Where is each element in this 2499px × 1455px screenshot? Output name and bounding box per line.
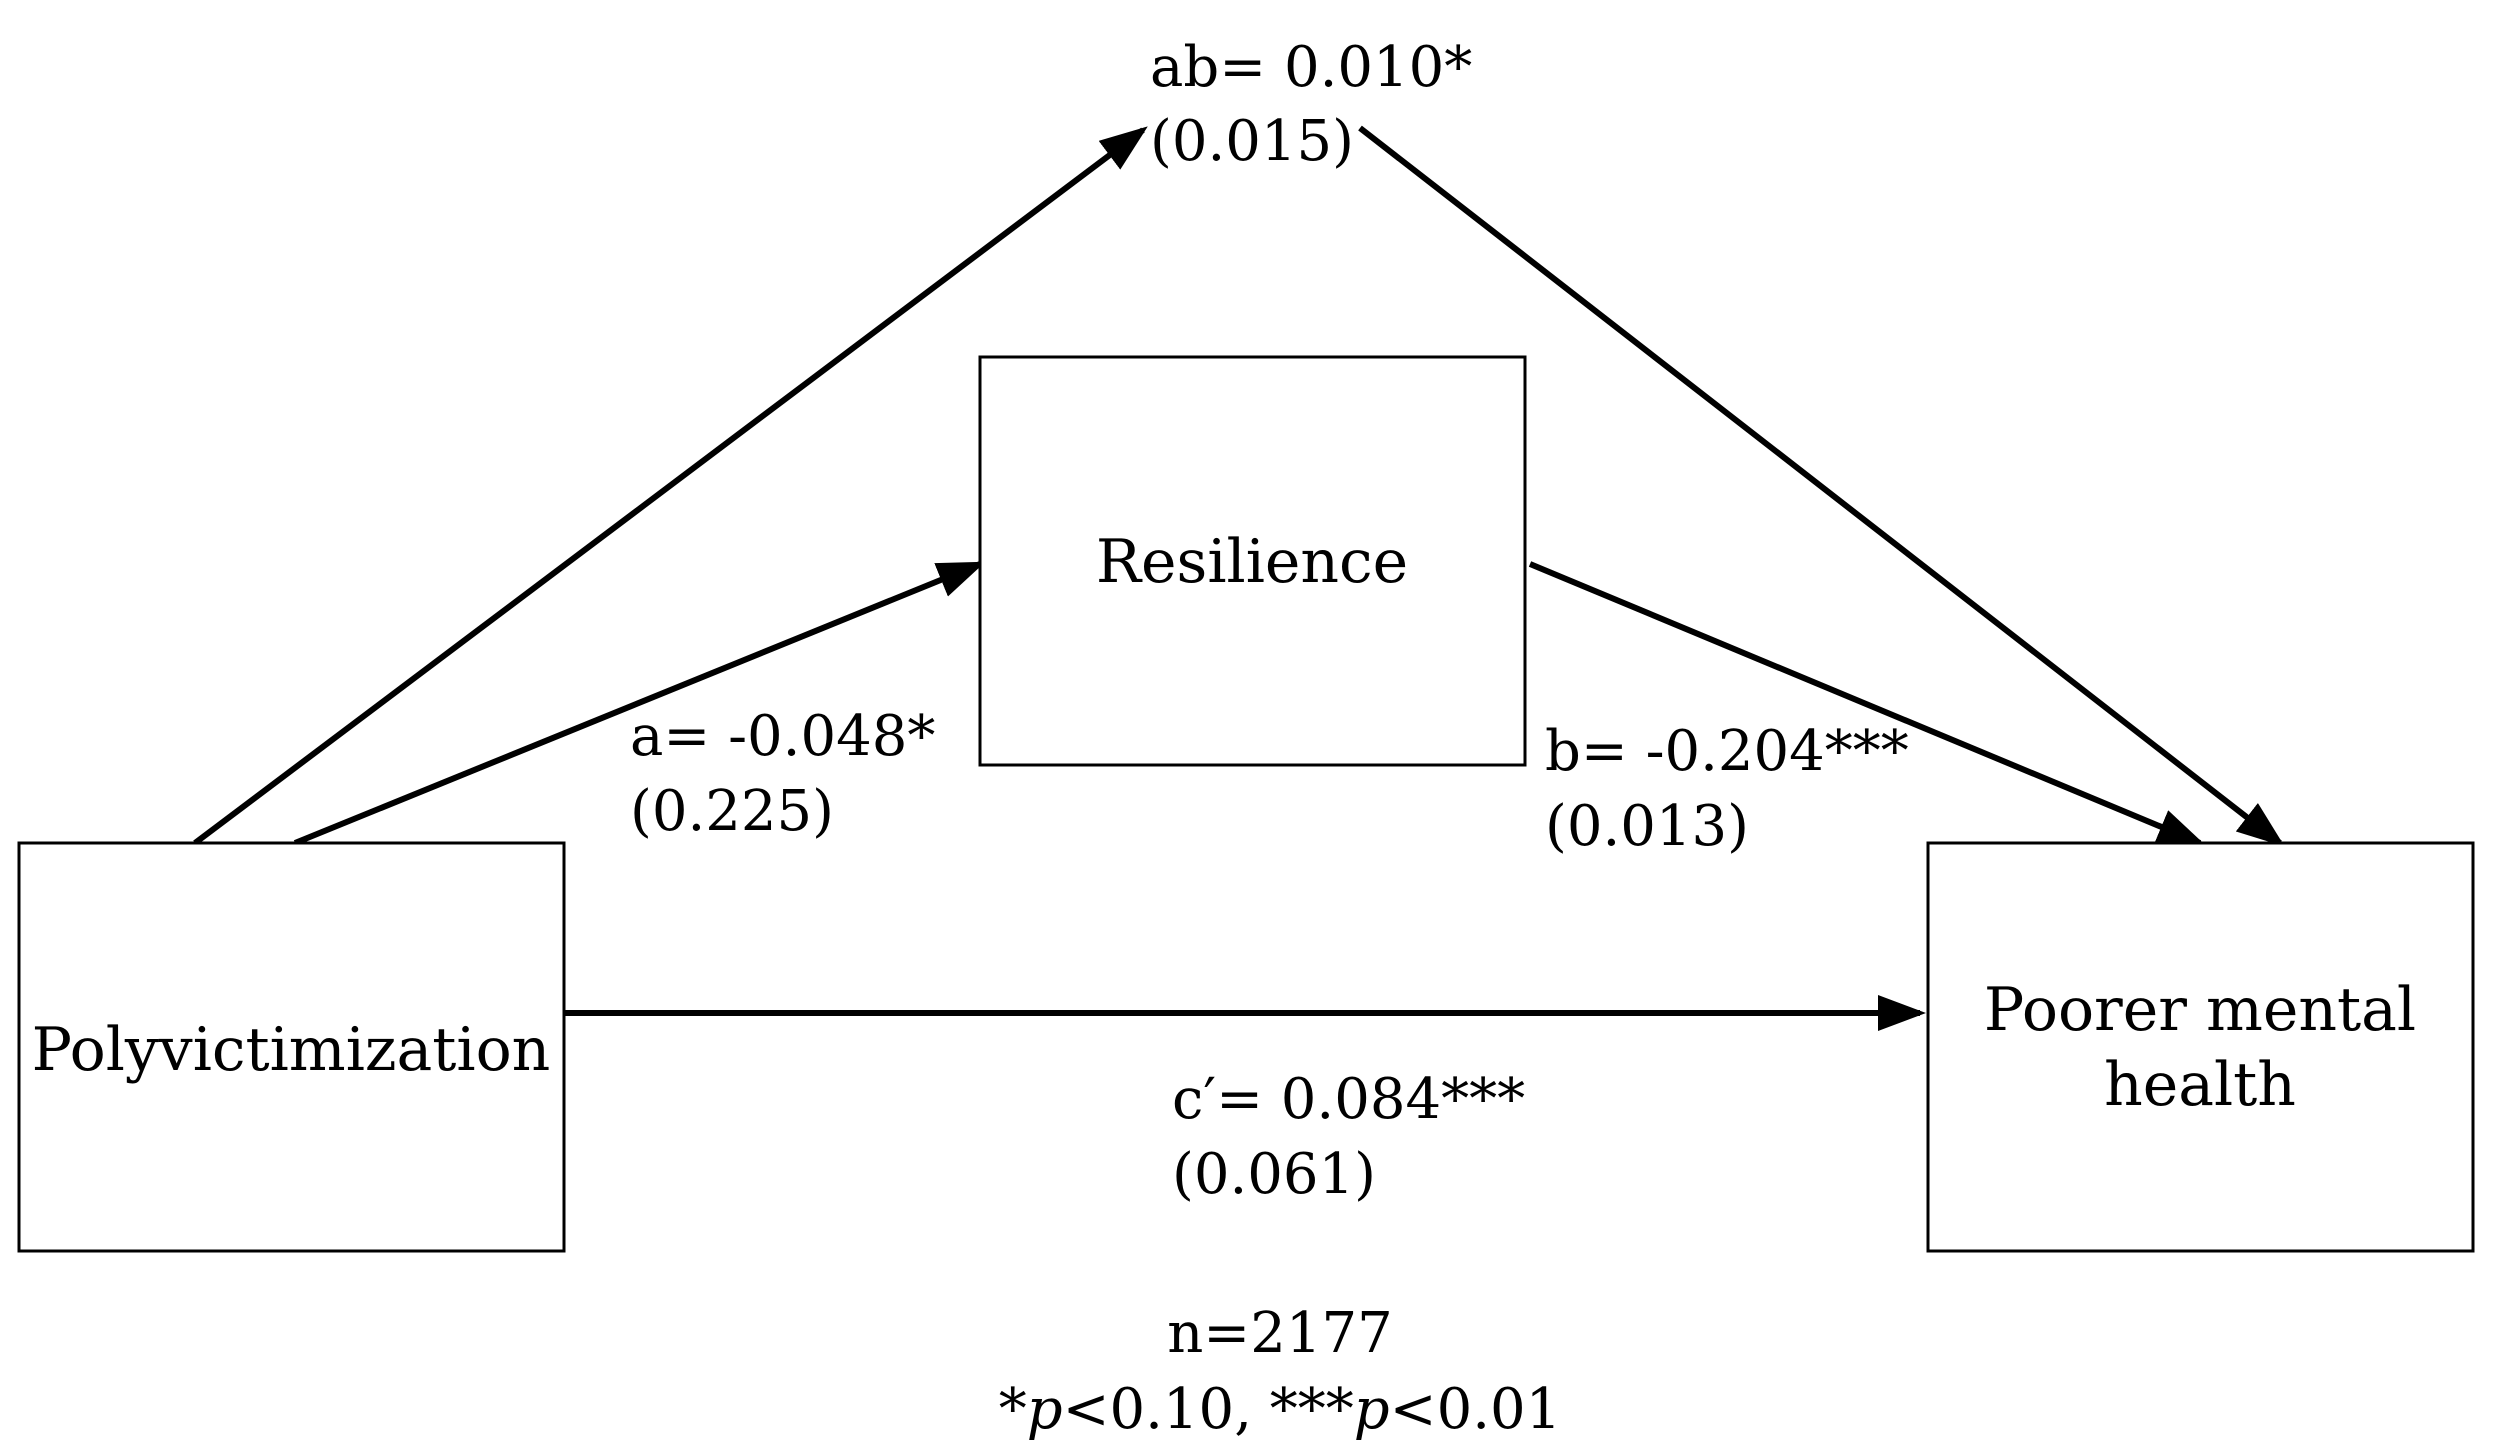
edge-ab-from-label	[1358, 125, 2285, 847]
edge-a-polyvictimization-resilience	[293, 561, 986, 846]
label-ab-coef: ab= 0.010*	[1150, 35, 1472, 100]
label-a-coef: a= -0.048*	[630, 704, 935, 769]
node-resilience-label: Resilience	[1096, 527, 1408, 597]
label-b-se: (0.013)	[1545, 794, 1749, 859]
node-outcome-label-line2: health	[2104, 1050, 2296, 1120]
node-polyvictimization-label: Polyvictimization	[32, 1015, 551, 1085]
sig-2-stars: ***	[1270, 1377, 1354, 1442]
label-c-prime-coef: c′= 0.084***	[1172, 1067, 1525, 1132]
label-ab: ab= 0.010* (0.015)	[1150, 35, 1472, 174]
footnote: n=2177 *p<0.10, ***p<0.01	[999, 1301, 1562, 1442]
edge-ab-to-label	[193, 126, 1148, 846]
label-b-coef: b= -0.204***	[1545, 719, 1909, 784]
node-resilience: Resilience	[978, 355, 1527, 767]
label-c-prime-se: (0.061)	[1172, 1142, 1376, 1207]
label-a: a= -0.048* (0.225)	[630, 704, 935, 844]
label-ab-se: (0.015)	[1150, 109, 1354, 174]
node-outcome: Poorer mental health	[1926, 841, 2475, 1253]
node-outcome-label-line1: Poorer mental	[1984, 975, 2416, 1045]
label-a-se: (0.225)	[630, 779, 834, 844]
sig-1-value: <0.10,	[1063, 1377, 1270, 1442]
node-polyvictimization: Polyvictimization	[17, 841, 566, 1253]
sample-size: n=2177	[1167, 1301, 1393, 1366]
sig-2-p: p	[1354, 1377, 1390, 1442]
sig-1-stars: *	[999, 1377, 1027, 1442]
edge-b-resilience-outcome	[1528, 561, 2206, 846]
sig-1-p: p	[1027, 1377, 1063, 1442]
label-c-prime: c′= 0.084*** (0.061)	[1172, 1067, 1525, 1207]
significance-legend: *p<0.10, ***p<0.01	[999, 1377, 1562, 1442]
sig-2-value: <0.01	[1390, 1377, 1562, 1442]
label-b: b= -0.204*** (0.013)	[1545, 719, 1909, 859]
